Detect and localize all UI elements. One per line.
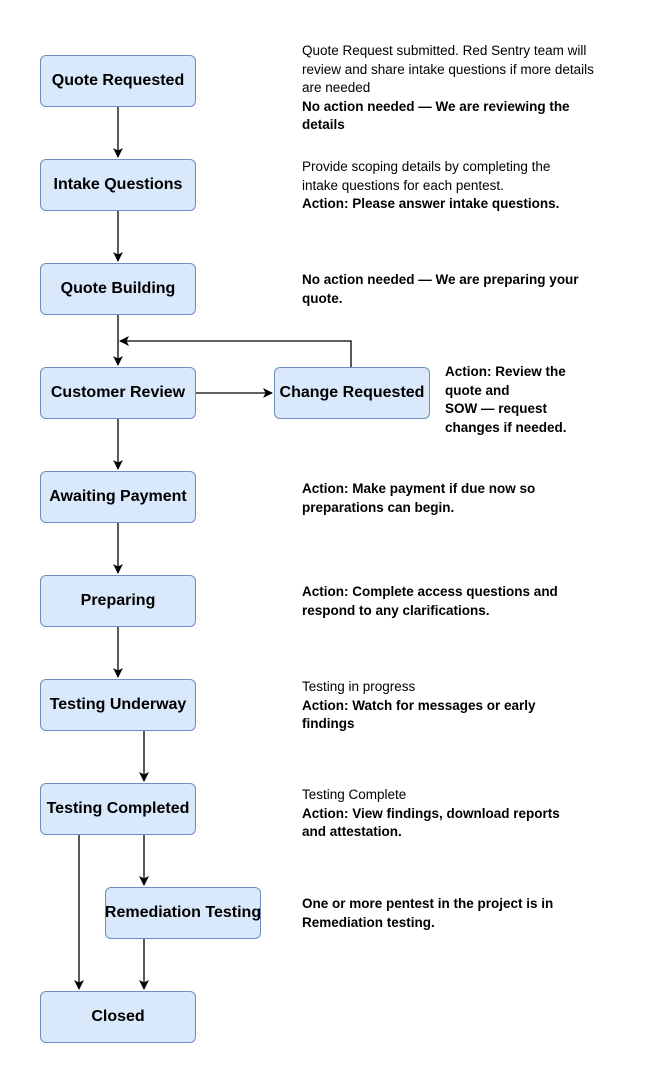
description-line: review and share intake questions if mor… — [302, 61, 594, 77]
description-action-line: findings — [302, 716, 355, 731]
node-testing-underway: Testing Underway — [40, 679, 196, 731]
node-awaiting-payment: Awaiting Payment — [40, 471, 196, 523]
node-closed: Closed — [40, 991, 196, 1043]
description-action-line: respond to any clarifications. — [302, 602, 490, 618]
description-action-line: quote and — [445, 382, 510, 398]
description-action-line: quote. — [302, 290, 343, 306]
description-quote-building: No action needed — We are preparing your… — [302, 271, 579, 308]
description-line: are needed — [302, 80, 371, 95]
arrow-change-requested-to-customer-review — [119, 336, 352, 367]
description-action-line: One or more pentest in the project is in — [302, 896, 554, 911]
description-action-line: Action: Complete access questions and — [302, 584, 558, 599]
description-action-line: Action: Please answer intake questions. — [302, 196, 560, 211]
description-awaiting-payment: Action: Make payment if due now so prepa… — [302, 480, 535, 517]
node-quote-requested: Quote Requested — [40, 55, 196, 107]
description-action-line: preparations can begin. — [302, 499, 455, 515]
description-action-line: details — [302, 117, 345, 132]
description-line: Quote Request submitted. Red Sentry team… — [302, 43, 587, 58]
description-action-line: and attestation. — [302, 824, 402, 839]
description-action-line: No action needed — We are preparing your — [302, 272, 579, 287]
description-quote-requested: Quote Request submitted. Red Sentry team… — [302, 42, 594, 135]
description-action-line: changes if needed. — [445, 419, 567, 435]
description-preparing: Action: Complete access questions and re… — [302, 583, 558, 620]
description-action-line: Action: Review the — [445, 364, 566, 379]
node-customer-review: Customer Review — [40, 367, 196, 419]
node-intake-questions: Intake Questions — [40, 159, 196, 211]
description-action-line: No action needed — We are reviewing the — [302, 98, 570, 114]
description-line: intake questions for each pentest. — [302, 177, 504, 193]
description-testing-underway: Testing in progress Action: Watch for me… — [302, 678, 536, 734]
description-action-line: Action: Watch for messages or early — [302, 697, 536, 713]
description-change-requested: Action: Review the quote and SOW — reque… — [445, 363, 567, 437]
description-action-line: SOW — request — [445, 401, 548, 416]
description-action-line: Remediation testing. — [302, 914, 435, 930]
description-action-line: Action: Make payment if due now so — [302, 481, 536, 496]
description-action-line: Action: View findings, download reports — [302, 805, 560, 821]
description-line: Testing in progress — [302, 679, 416, 694]
node-testing-completed: Testing Completed — [40, 783, 196, 835]
description-remediation-testing: One or more pentest in the project is in… — [302, 895, 553, 932]
node-remediation-testing: Remediation Testing — [105, 887, 261, 939]
description-line: Provide scoping details by completing th… — [302, 159, 551, 174]
description-testing-completed: Testing Complete Action: View findings, … — [302, 786, 560, 842]
description-line: Testing Complete — [302, 787, 407, 802]
node-quote-building: Quote Building — [40, 263, 196, 315]
node-preparing: Preparing — [40, 575, 196, 627]
node-change-requested: Change Requested — [274, 367, 430, 419]
description-intake-questions: Provide scoping details by completing th… — [302, 158, 559, 214]
